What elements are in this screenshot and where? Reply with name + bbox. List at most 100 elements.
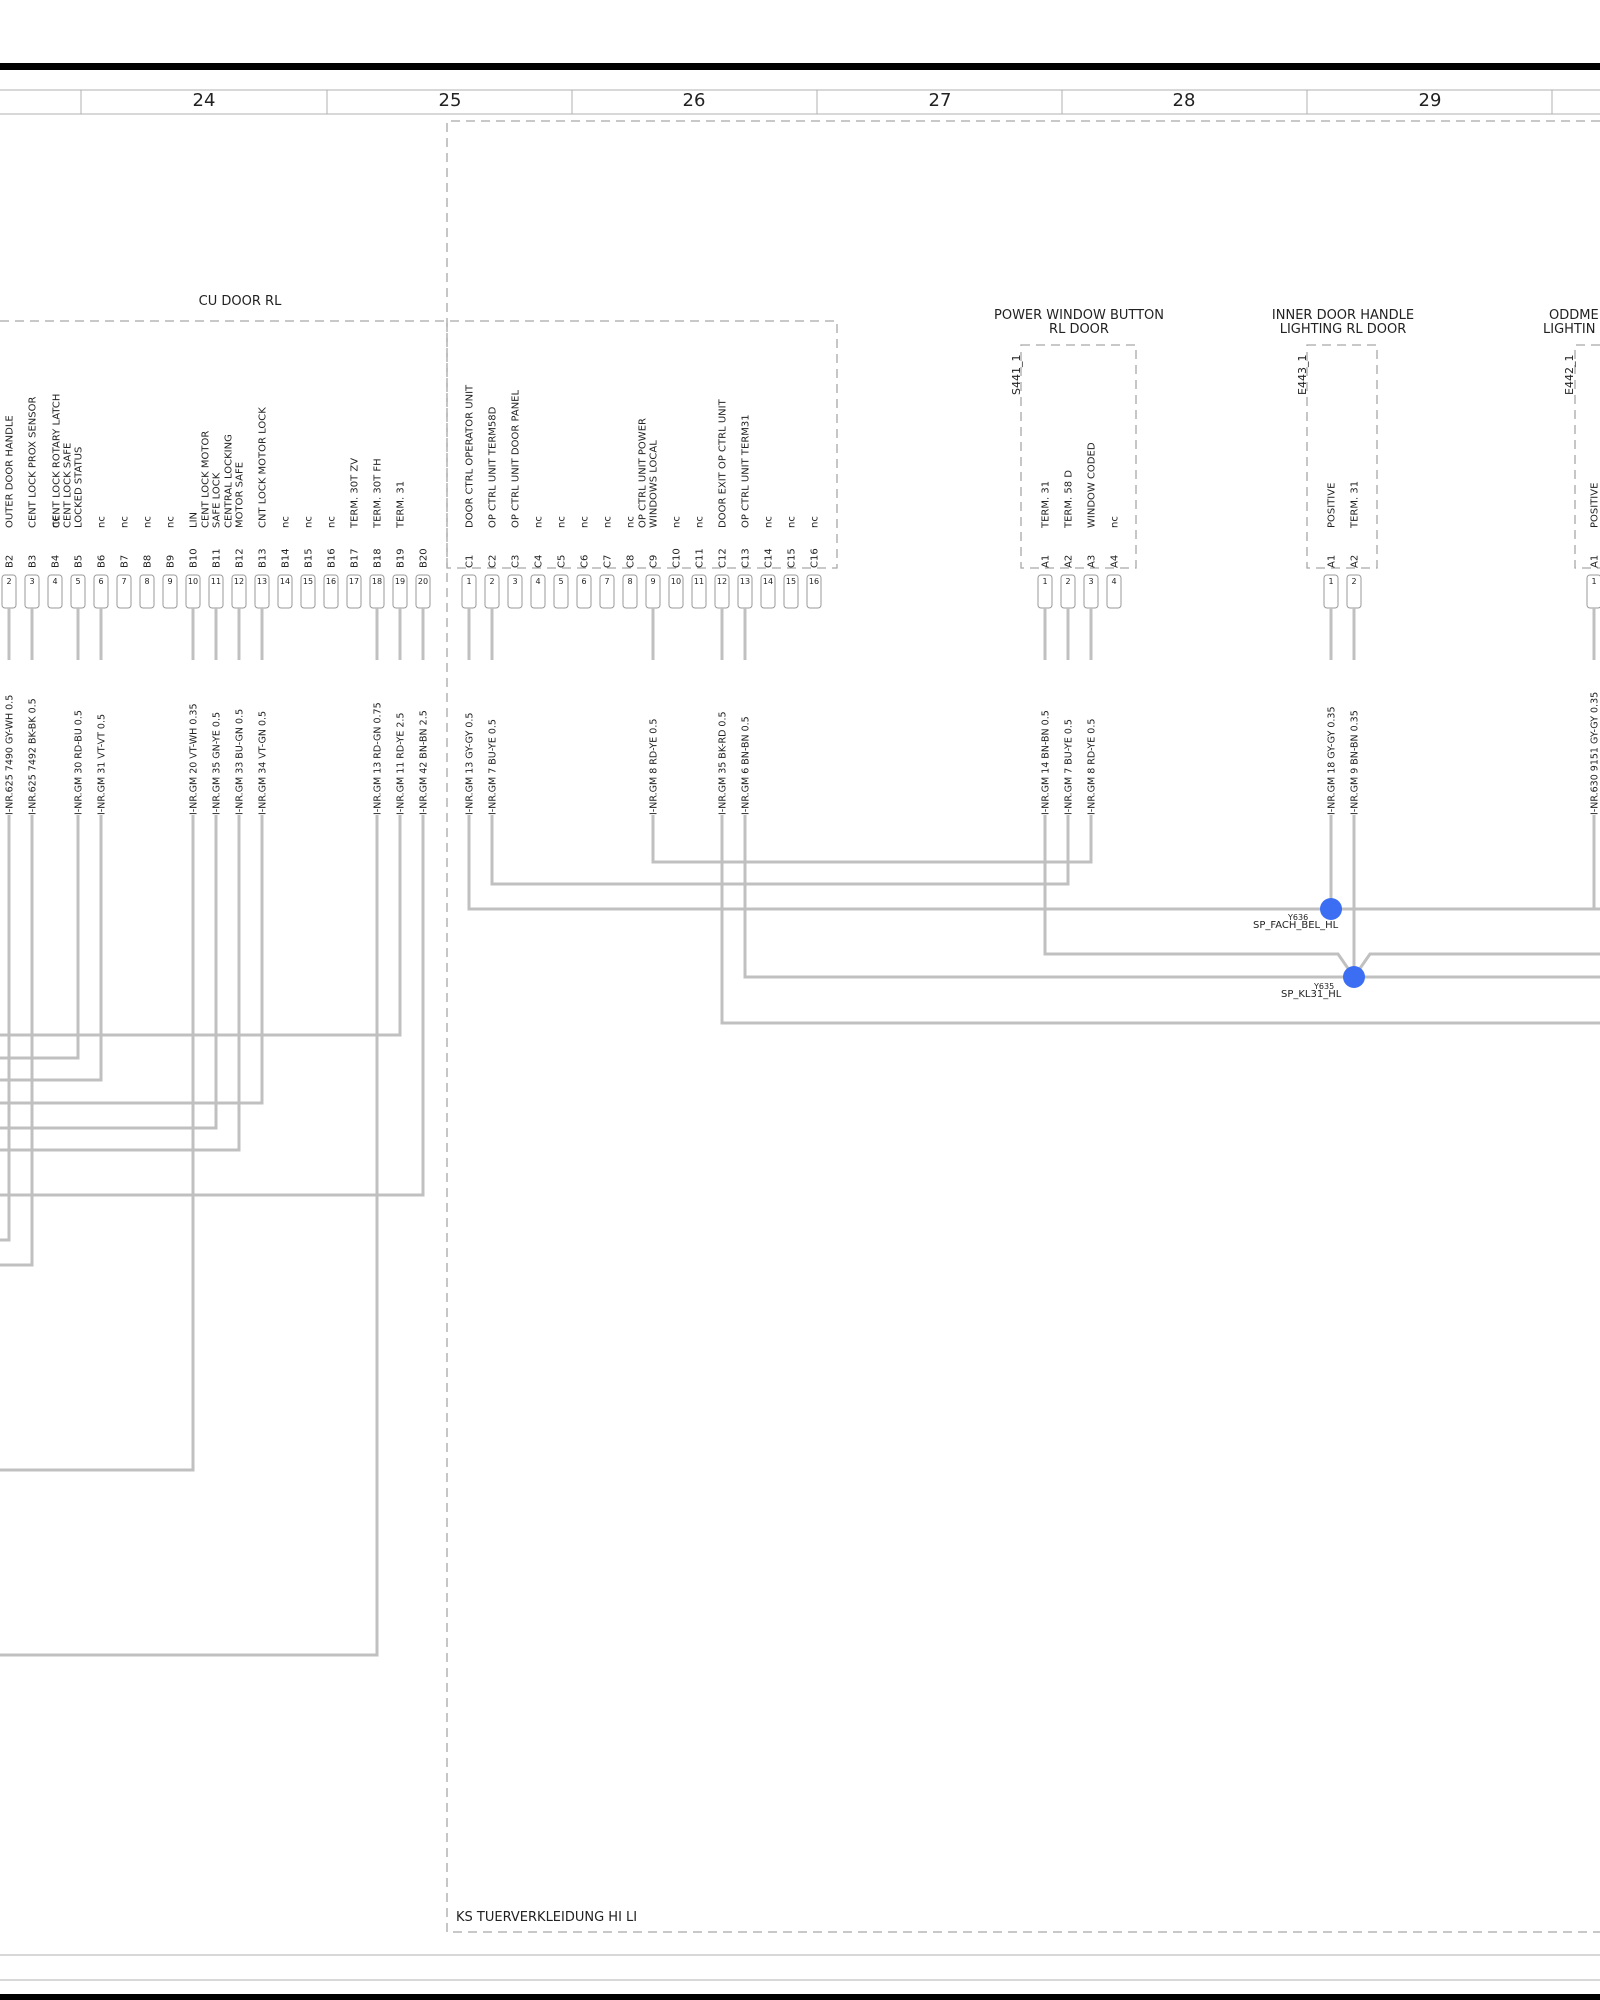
pin-id: A1: [1041, 555, 1052, 568]
pin-label: CENT LOCK MOTOR: [201, 431, 212, 528]
pin-label: DOOR EXIT OP CTRL UNIT: [718, 398, 729, 528]
pin-label: CENTRAL LOCKING: [224, 434, 235, 528]
pin-label: OUTER DOOR HANDLE: [5, 415, 16, 528]
pin-number: 6: [581, 577, 586, 586]
pin-label: nc: [534, 516, 545, 528]
pin-number: 13: [257, 577, 267, 586]
pin-id: A2: [1064, 555, 1075, 568]
pin-number: 11: [694, 577, 704, 586]
wire-route: [743, 815, 1600, 979]
pin-id: C1: [465, 555, 476, 568]
column-dividers: [80, 90, 1553, 114]
column-number: 26: [683, 90, 706, 111]
pin-label: POSITIVE: [1327, 483, 1338, 528]
pin-label: CENT LOCK ROTARY LATCH: [52, 394, 63, 528]
pin-id: C8: [626, 555, 637, 568]
power-window-title-2: RL DOOR: [1049, 322, 1109, 337]
pin-box: [576, 574, 592, 609]
column-number: 24: [193, 90, 216, 111]
pin-label: CNT LOCK MOTOR LOCK: [258, 407, 269, 528]
pin-number: 16: [809, 577, 819, 586]
pin-id: B15: [304, 548, 315, 568]
pin-label: nc: [1110, 516, 1121, 528]
pin-number: 2: [6, 577, 11, 586]
pin-box: [622, 574, 638, 609]
pin-label: nc: [557, 516, 568, 528]
pin-label: nc: [143, 516, 154, 528]
pin-id: B11: [212, 548, 223, 568]
pin-number: 8: [627, 577, 632, 586]
pin-label: TERM. 30T FH: [373, 458, 384, 529]
pin-box: [806, 574, 822, 609]
pin-number: 14: [763, 577, 773, 586]
power-window-ref: S441_1: [1010, 355, 1023, 395]
pin-number: 1: [466, 577, 471, 586]
pin-box: [691, 574, 707, 609]
wire-route: [1043, 815, 1600, 980]
wire-label: I-NR.GM 11 RD-YE 2.5: [396, 713, 407, 815]
pin-label: OP CTRL UNIT TERM58D: [488, 406, 499, 528]
pin-number: 4: [52, 577, 57, 586]
pin-number: 14: [280, 577, 290, 586]
wire-route: [0, 815, 218, 1130]
cu-door-title: CU DOOR RL: [199, 294, 282, 309]
wire-label: I-NR.GM 35 BK-RD 0.5: [718, 711, 729, 815]
pin-id: B5: [74, 555, 85, 568]
pin-label: CENT LOCK SAFE: [63, 443, 74, 528]
pin-number: 7: [604, 577, 609, 586]
pin-box: [553, 574, 569, 609]
pin-box: [323, 574, 339, 609]
pin-box: [346, 574, 362, 609]
pin-number: 6: [98, 577, 103, 586]
pin-number: 2: [489, 577, 494, 586]
pin-id: C9: [649, 555, 660, 568]
pin-id: B17: [350, 548, 361, 568]
pin-id: A1: [1327, 555, 1338, 568]
pin-id: B14: [281, 548, 292, 568]
pin-number: 3: [512, 577, 517, 586]
pin-label: nc: [51, 516, 62, 528]
pin-id: B3: [28, 555, 39, 568]
wire-route: [0, 815, 195, 1472]
pin-id: C15: [787, 548, 798, 568]
wire-route: [0, 815, 425, 1197]
pin-label: LOCKED STATUS: [74, 447, 85, 528]
splice-y635-name: SP_KL31_HL: [1281, 989, 1342, 1000]
pin-number: 20: [418, 577, 428, 586]
inner-handle-title: INNER DOOR HANDLE: [1272, 308, 1414, 323]
pin-id: B18: [373, 548, 384, 568]
power-window-box: [1020, 344, 1137, 569]
pin-label: OP CTRL UNIT POWER: [638, 418, 649, 528]
column-numbers: 24 25 26 27 28 29: [193, 90, 1442, 111]
inner-handle-title-2: LIGHTING RL DOOR: [1280, 322, 1407, 337]
wire-route: [0, 815, 241, 1152]
wire-label: I-NR.625 7490 GY-WH 0.5: [5, 695, 16, 815]
pin-box: [760, 574, 776, 609]
pin-label: nc: [166, 516, 177, 528]
pin-box: [530, 574, 546, 609]
pin-box: [162, 574, 178, 609]
cu-door-box: [0, 320, 838, 569]
pin-box: [116, 574, 132, 609]
pin-number: 18: [372, 577, 382, 586]
pin-number: 9: [650, 577, 655, 586]
pin-id: A1: [1590, 555, 1600, 568]
